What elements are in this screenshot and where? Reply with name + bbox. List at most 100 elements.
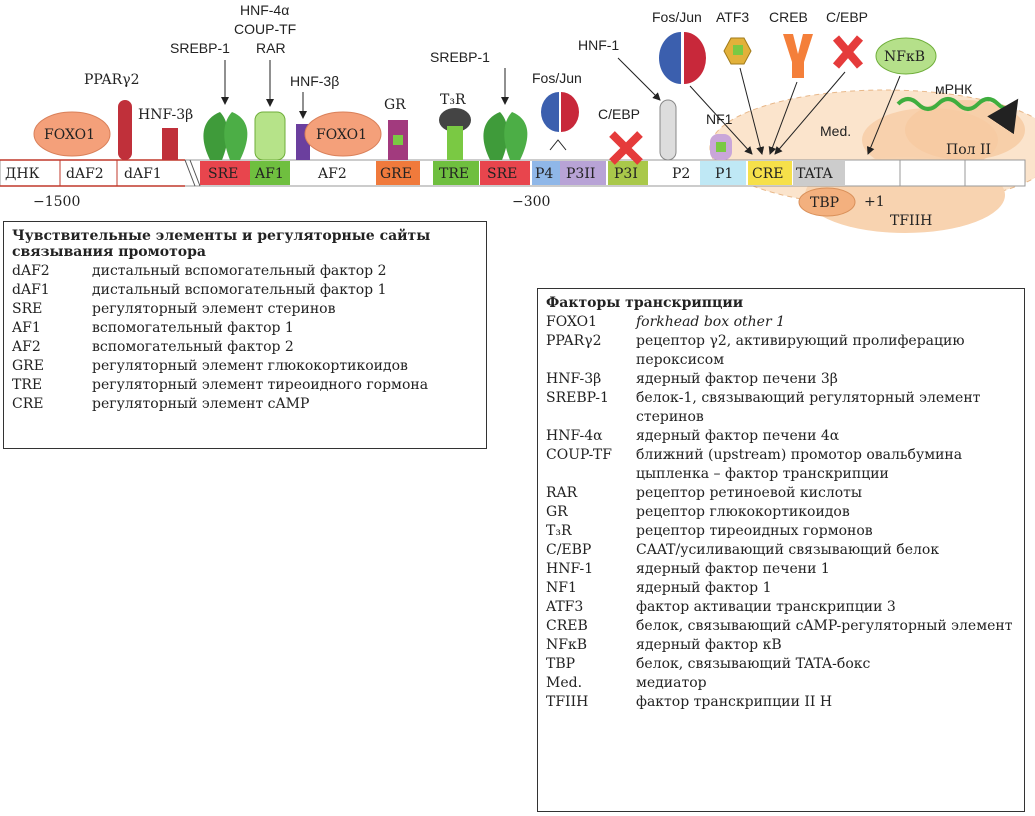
factor-hnf3-left: HNF-3β [138,107,193,160]
factor-creb: CREB [768,9,813,155]
legend-row: HNF-4α ядерный фактор печени 4α [546,427,1016,446]
elements-legend: Чувствительные элементы и регуляторные с… [3,221,487,449]
legend-row: TBP белок, связывающий TATA-бокс [546,655,1016,674]
legend-desc: медиатор [636,675,707,691]
svg-text:FOXO1: FOXO1 [316,127,367,143]
legend-abbr: dAF1 [12,282,50,298]
factor-fosjun-low: Fos/Jun [532,70,582,151]
segment-p1: P1 [715,166,733,182]
legend-row: HNF-3β ядерный фактор печени 3β [546,370,1016,389]
legend-desc: вспомогательный фактор 1 [92,320,294,336]
factor-nfkb: NFκB [866,37,937,155]
svg-text:HNF-1: HNF-1 [578,37,619,53]
legend-desc: ближний (upstream) промотор овальбумина … [636,447,963,482]
legend-abbr: AF2 [12,339,41,355]
legend-abbr: T₃R [546,523,572,539]
legend-desc: дистальный вспомогательный фактор 2 [92,263,387,279]
legend-abbr: ATF3 [546,599,584,615]
legend-abbr: SRE [12,301,43,317]
legend-abbr: Med. [546,675,583,691]
position-far: −1500 [33,194,80,210]
position-mid: −300 [512,194,550,210]
legend-row: dAF1 дистальный вспомогательный фактор 1 [12,281,478,300]
tfiih-label: TFIIH [890,213,932,229]
dna-label: ДНК [5,166,40,182]
legend-row: Med. медиатор [546,674,1016,693]
segment-daf2: dAF2 [66,166,104,182]
legend-desc: рецептор ретиноевой кислоты [636,485,863,501]
legend-desc: фактор активации транскрипции 3 [636,599,896,615]
legend-desc: ядерный фактор κB [636,637,782,653]
factor-srebp-left: SREBP-1 [170,40,248,160]
legend-abbr: TBP [546,656,576,672]
segment-sre2: SRE [487,166,517,182]
legend-row: RAR рецептор ретиноевой кислоты [546,484,1016,503]
legend-desc: белок-1, связывающий регуляторный элемен… [636,390,981,425]
legend-abbr: TFIIH [546,694,589,710]
mrna-arrow: мРНК [896,81,1019,135]
legend-abbr: TRE [12,377,43,393]
legend-abbr: CREB [546,618,588,634]
mediator-label: Med. [820,123,851,139]
elements-legend-title: Чувствительные элементы и регуляторные с… [12,228,431,260]
legend-row: SRE регуляторный элемент стеринов [12,300,478,319]
legend-abbr: PPARγ2 [546,333,602,349]
legend-desc: forkhead box other 1 [636,314,785,330]
segment-p2: P2 [672,166,690,182]
legend-desc: рецептор глюкокортикоидов [636,504,850,520]
legend-desc: регуляторный элемент стеринов [92,301,336,317]
svg-text:Fos/Jun: Fos/Jun [652,9,702,25]
factor-fosjun-top: Fos/Jun [652,9,753,155]
legend-desc: CAAT/усиливающий связывающий белок [636,542,940,558]
segment-cre: CRE [752,166,783,182]
legend-desc: регуляторный элемент cAMP [92,396,310,412]
legend-desc: ядерный фактор печени 3β [636,371,838,387]
legend-desc: белок, связывающий TATA-бокс [636,656,871,672]
legend-desc: ядерный фактор печени 4α [636,428,840,444]
factor-cebp-low: C/EBP [598,106,643,165]
legend-row: ATF3 фактор активации транскрипции 3 [546,598,1016,617]
legend-abbr: RAR [546,485,578,501]
legend-desc: регуляторный элемент тиреоидного гормона [92,377,429,393]
svg-text:PPARγ2: PPARγ2 [84,72,139,88]
svg-text:HNF-3β: HNF-3β [290,73,339,89]
svg-text:COUP-TF: COUP-TF [234,21,296,37]
svg-text:мРНК: мРНК [935,81,973,97]
svg-text:CREB: CREB [769,9,808,25]
factor-atf3: ATF3 [716,9,765,155]
legend-abbr: COUP-TF [546,447,612,463]
legend-abbr: HNF-4α [546,428,603,444]
segment-tata: TATA [796,166,833,182]
dna-strip: ДНК dAF2 dAF1 SRE AF1 AF2 GRE TRE SRE P4… [0,159,1026,210]
legend-desc: ядерный фактор 1 [636,580,772,596]
legend-abbr: HNF-3β [546,371,602,387]
legend-row: COUP-TF ближний (upstream) промотор оваль… [546,446,1016,484]
factor-srebp-right: SREBP-1 [430,49,528,160]
segment-p3ii: P3II [566,166,595,182]
svg-text:Fos/Jun: Fos/Jun [532,70,582,86]
legend-abbr: HNF-1 [546,561,594,577]
factors-legend-title: Факторы транскрипции [546,295,744,311]
plus-one-label: +1 [864,194,885,210]
svg-text:SREBP-1: SREBP-1 [170,40,230,56]
factor-gr: GR [384,97,408,160]
segment-gre: GRE [380,166,412,182]
segment-p3i: P3I [614,166,638,182]
legend-desc: дистальный вспомогательный фактор 1 [92,282,387,298]
segment-sre1: SRE [208,166,238,182]
segment-af2: AF2 [317,166,347,182]
legend-abbr: dAF2 [12,263,50,279]
svg-text:NFκB: NFκB [884,49,925,65]
